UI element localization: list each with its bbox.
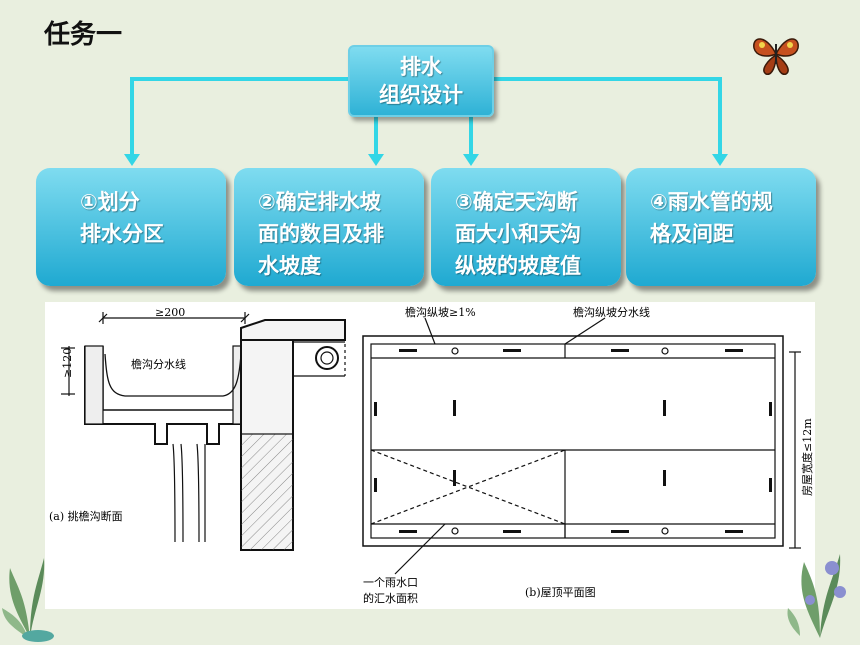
drainage-figure-panel: ≥200 ≥120 檐沟分水线 (a) 挑檐沟断面: [45, 302, 815, 609]
gutter-section-drawing: [61, 312, 346, 551]
figure-b-caption: (b)屋顶平面图: [525, 586, 596, 599]
figure-a-caption: (a) 挑檐沟断面: [49, 509, 123, 523]
house-width-label: 房屋宽度≤12m: [800, 418, 814, 496]
gutter-slope-divide-label: 檐沟纵坡分水线: [573, 305, 650, 319]
root-node-line2: 组织设计: [379, 83, 463, 107]
roof-plan-drawing: [362, 317, 801, 575]
drainage-figure-svg: ≥200 ≥120 檐沟分水线 (a) 挑檐沟断面: [49, 305, 814, 605]
outlet-area-label-line2: 的汇水面积: [363, 591, 418, 605]
task-box-1-label: ①划分 排水分区: [80, 190, 164, 246]
butterfly-icon: [753, 38, 799, 75]
plant-right-icon: [787, 554, 846, 638]
task-box-2: ②确定排水坡 面的数目及排 水坡度: [234, 168, 424, 286]
gutter-divide-label: 檐沟分水线: [131, 357, 186, 371]
dim-top-label: ≥200: [155, 306, 185, 319]
slope-arrows: [374, 349, 772, 533]
task-box-2-label: ②确定排水坡 面的数目及排 水坡度: [258, 190, 384, 278]
root-node-drainage-design: 排水 组织设计: [348, 45, 494, 117]
task-box-4: ④雨水管的规 格及间距: [626, 168, 816, 286]
task-box-4-label: ④雨水管的规 格及间距: [650, 190, 773, 246]
task-box-3: ③确定天沟断 面大小和天沟 纵坡的坡度值: [431, 168, 621, 286]
root-node-line1: 排水: [400, 55, 442, 79]
plant-left-icon: [2, 558, 54, 642]
outlet-area-label-line1: 一个雨水口: [363, 576, 418, 589]
task-box-1: ①划分 排水分区: [36, 168, 226, 286]
gutter-slope-label: 檐沟纵坡≥1%: [405, 305, 476, 319]
slide-title: 任务一: [44, 20, 123, 50]
dim-side-label: ≥120: [61, 348, 74, 378]
task-box-3-label: ③确定天沟断 面大小和天沟 纵坡的坡度值: [455, 190, 581, 278]
